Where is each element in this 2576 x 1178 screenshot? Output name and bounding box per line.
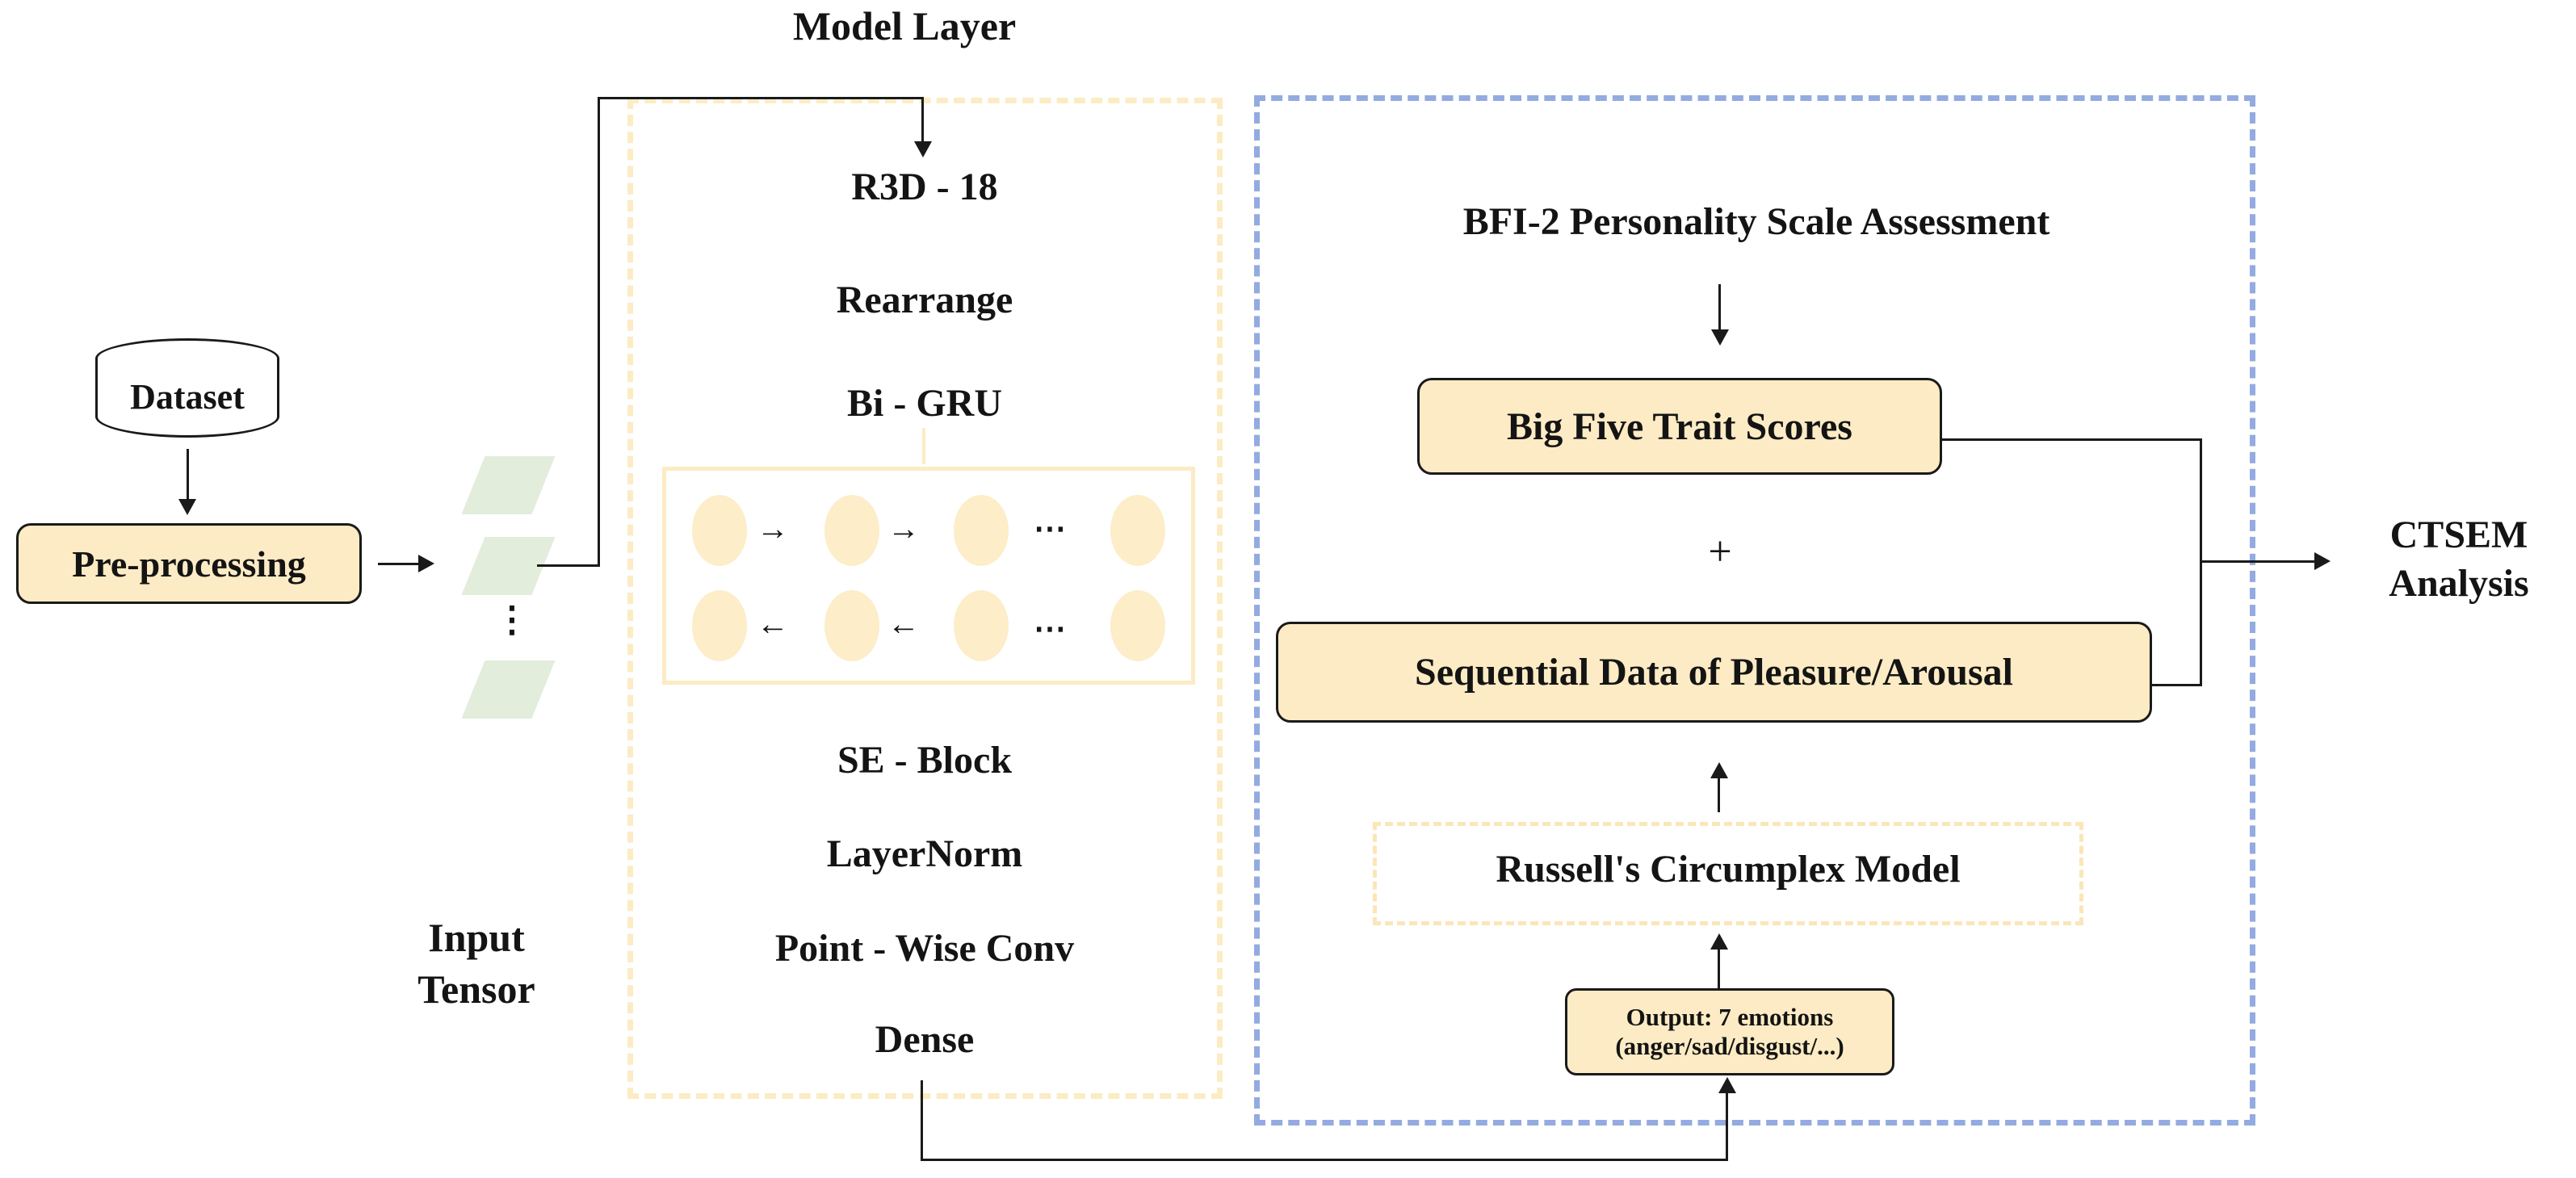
big-five-trait-scores-node[interactable]: Big Five Trait Scores bbox=[1417, 378, 1942, 475]
personality-emotion-container bbox=[1254, 95, 2255, 1126]
gru-cell-backward-4 bbox=[1110, 590, 1165, 661]
dataset-cylinder-body bbox=[95, 358, 279, 438]
ctsem-analysis-label-line1: CTSEM bbox=[2389, 514, 2528, 556]
bfi2-to-bigfive-arrowhead bbox=[1711, 329, 1729, 346]
model-stage-dense: Dense bbox=[875, 1018, 975, 1061]
model-stage-rearrange: Rearrange bbox=[836, 279, 1013, 321]
bfi2-assessment-label: BFI-2 Personality Scale Assessment bbox=[1462, 200, 2050, 243]
preprocessing-node[interactable]: Pre-processing bbox=[16, 523, 362, 604]
russell-to-sequential-arrowhead bbox=[1710, 762, 1728, 778]
dense-to-output-arrowhead bbox=[1718, 1077, 1736, 1093]
gru-forward-ellipsis: ⋯ bbox=[1034, 510, 1066, 547]
bfi2-to-bigfive-line bbox=[1718, 284, 1721, 334]
dense-to-output-line-vertical-left bbox=[921, 1080, 923, 1161]
plus-symbol: + bbox=[1708, 529, 1732, 575]
gru-cell-backward-3 bbox=[954, 590, 1009, 661]
dataset-to-preprocessing-line bbox=[187, 449, 189, 504]
output-to-russell-arrowhead bbox=[1710, 933, 1728, 950]
russell-to-sequential-line bbox=[1718, 775, 1720, 812]
emotion-output-node[interactable]: Output: 7 emotions (anger/sad/disgust/..… bbox=[1565, 988, 1894, 1075]
gru-cell-forward-4 bbox=[1110, 495, 1165, 566]
tensor-to-model-line-vertical-left bbox=[598, 97, 600, 567]
dense-to-output-line-vertical-right bbox=[1726, 1090, 1728, 1161]
gru-cell-backward-1 bbox=[692, 590, 747, 661]
dataset-label: Dataset bbox=[130, 377, 245, 417]
preprocessing-label: Pre-processing bbox=[72, 543, 306, 585]
bigru-cell-panel: → → ⋯ ← ← ⋯ bbox=[662, 467, 1195, 685]
bigru-to-panel-connector bbox=[922, 428, 925, 464]
preprocessing-to-tensor-arrowhead bbox=[418, 555, 434, 572]
gru-cell-forward-2 bbox=[824, 495, 879, 566]
output-to-russell-line bbox=[1718, 946, 1720, 988]
gru-cell-forward-1 bbox=[692, 495, 747, 566]
gru-backward-arrow-1: ← bbox=[757, 606, 789, 642]
model-layer-title: Model Layer bbox=[792, 3, 1017, 48]
model-stage-r3d18: R3D - 18 bbox=[851, 166, 998, 208]
merge-to-ctsem-arrowhead bbox=[2314, 552, 2331, 570]
gru-forward-arrow-2: → bbox=[887, 510, 920, 547]
model-layer-container bbox=[627, 98, 1223, 1099]
merge-to-ctsem-line bbox=[2200, 560, 2321, 563]
dataset-to-preprocessing-arrowhead bbox=[178, 499, 196, 515]
input-tensor-label-line2: Tensor bbox=[417, 966, 535, 1012]
ctsem-analysis-label-line2: Analysis bbox=[2389, 562, 2529, 605]
preprocessing-to-tensor-line bbox=[378, 563, 420, 565]
input-tensor-ellipsis: ⋮ bbox=[494, 600, 530, 639]
gru-cell-forward-3 bbox=[954, 495, 1009, 566]
russell-circumplex-label: Russell's Circumplex Model bbox=[1496, 848, 1961, 891]
bigfive-merge-line bbox=[1940, 438, 2202, 441]
gru-backward-ellipsis: ⋯ bbox=[1034, 610, 1066, 647]
gru-cell-backward-2 bbox=[824, 590, 879, 661]
gru-backward-arrow-2: ← bbox=[887, 606, 920, 642]
model-stage-se-block: SE - Block bbox=[837, 739, 1013, 782]
russell-circumplex-container bbox=[1373, 822, 2083, 925]
input-tensor-label-line1: Input bbox=[428, 915, 525, 960]
tensor-to-model-line-horizontal-lower bbox=[537, 564, 600, 567]
model-stage-pointwise-conv: Point - Wise Conv bbox=[774, 927, 1075, 970]
tensor-to-model-line-horizontal-top bbox=[598, 97, 924, 99]
sequential-merge-line bbox=[2150, 684, 2202, 686]
model-stage-layernorm: LayerNorm bbox=[826, 832, 1023, 875]
gru-forward-arrow-1: → bbox=[757, 510, 789, 547]
dense-to-output-line-horizontal bbox=[921, 1159, 1728, 1161]
tensor-to-model-line-vertical-right bbox=[921, 97, 924, 145]
input-tensor-slice-1 bbox=[461, 456, 556, 514]
model-stage-bigru: Bi - GRU bbox=[847, 382, 1002, 425]
model-layer-entry-arrowhead bbox=[914, 141, 932, 157]
big-five-trait-scores-label: Big Five Trait Scores bbox=[1507, 405, 1852, 448]
input-tensor-slice-3 bbox=[461, 660, 556, 719]
emotion-output-label-line1: Output: 7 emotions bbox=[1626, 1003, 1834, 1031]
sequential-data-label: Sequential Data of Pleasure/Arousal bbox=[1415, 651, 2013, 694]
sequential-data-node[interactable]: Sequential Data of Pleasure/Arousal bbox=[1276, 622, 2152, 723]
emotion-output-label-line2: (anger/sad/disgust/...) bbox=[1615, 1032, 1844, 1060]
